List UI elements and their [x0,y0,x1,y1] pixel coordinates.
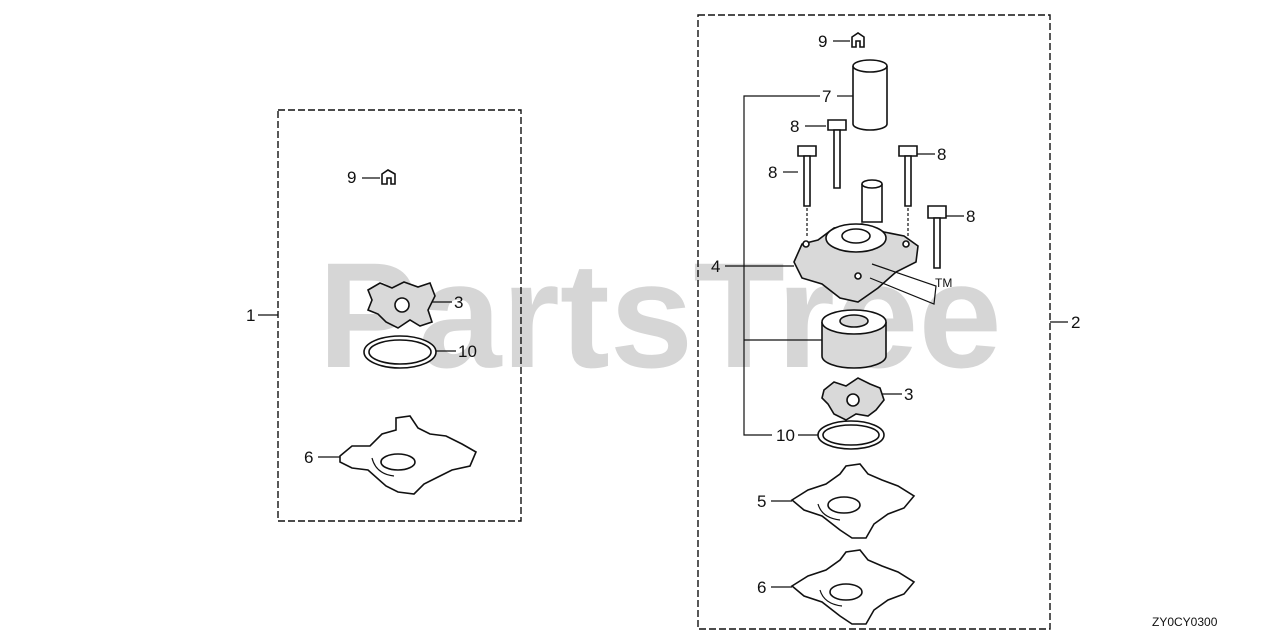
right-oring-10[interactable]: 10 [776,420,885,450]
right-callout-8a: 8 [790,117,799,136]
right-callout-4: 4 [711,257,720,276]
watermark-tm: TM [935,276,952,290]
screw-icon [381,169,396,185]
housing-bolt-hole-icon [854,272,862,280]
housing-bore-icon [841,228,871,244]
kit-2-label: 2 [1071,313,1080,332]
left-callout-3: 3 [454,293,463,312]
right-housing-4[interactable]: 4 [711,179,937,305]
bolt-head-icon [827,119,847,131]
tube-body-icon [852,66,888,131]
diagram-code: ZY0CY0300 [1152,615,1218,629]
right-callout-7: 7 [822,87,831,106]
screw-icon [851,32,865,48]
oring-inner-icon [822,424,880,446]
plate-hole-icon [829,583,863,601]
right-callout-8c: 8 [937,145,946,164]
bolt-shank-icon [904,155,912,207]
impeller-hub-icon [846,393,860,407]
bolt-head-icon [927,205,947,219]
right-screw-9[interactable]: 9 [818,32,865,51]
plate-hole-icon [827,496,861,514]
right-callout-9: 9 [818,32,827,51]
bolt-shank-icon [803,155,811,207]
right-bolt-8b[interactable]: 8 [768,145,817,236]
housing-guide-leader [869,263,937,305]
bolt-head-icon [898,145,918,157]
left-callout-10: 10 [458,342,477,361]
bolt-shank-icon [933,217,941,269]
right-plate-6[interactable]: 6 [757,549,916,625]
right-tube-7[interactable]: 7 [822,59,888,131]
kit-1-label: 1 [246,306,255,325]
right-callout-10: 10 [776,426,795,445]
right-bolt-8c[interactable]: 8 [898,145,946,238]
left-oring-10[interactable]: 10 [363,335,477,369]
liner-body-icon [821,322,887,369]
kit-2-callout[interactable]: 2 [1050,313,1080,332]
right-callout-5: 5 [757,492,766,511]
right-impeller-3[interactable]: 3 [821,377,913,421]
right-liner-cup[interactable] [821,309,887,369]
right-bolt-8d[interactable]: 8 [927,205,975,269]
left-callout-6: 6 [304,448,313,467]
plate-groove-icon [819,589,843,607]
plate-hole-icon [380,453,416,471]
right-plate-5[interactable]: 5 [757,463,916,539]
right-callout-3: 3 [904,385,913,404]
bolt-head-icon [797,145,817,157]
left-plate-6[interactable]: 6 [304,415,478,495]
housing-bolt-hole-icon [902,240,910,248]
kit-2-box [697,14,1051,630]
left-screw-9[interactable]: 9 [347,168,396,187]
tube-top-icon [852,59,888,73]
kit-1-callout[interactable]: 1 [246,306,278,325]
oring-inner-icon [368,339,432,365]
right-bolt-8a[interactable]: 8 [790,117,847,189]
plate-groove-icon [817,503,841,521]
right-callout-6: 6 [757,578,766,597]
housing-body-icon [793,223,919,303]
plate-groove-icon [371,457,395,477]
bolt-shank-icon [833,129,841,189]
liner-bore-icon [839,314,869,328]
housing-nozzle-top-icon [861,179,883,189]
right-callout-8d: 8 [966,207,975,226]
left-impeller-3[interactable]: 3 [366,281,463,329]
left-callout-9: 9 [347,168,356,187]
housing-nozzle-icon [861,184,883,223]
housing-bolt-hole-icon [802,240,810,248]
impeller-hub-icon [394,297,410,313]
right-callout-8b: 8 [768,163,777,182]
